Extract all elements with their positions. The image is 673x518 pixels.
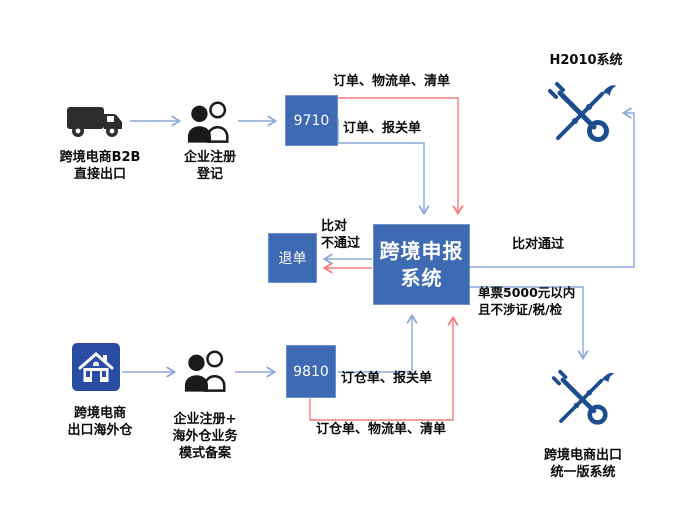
note-5000-label: 单票5000元以内 且不涉证/税/检 — [478, 285, 576, 317]
b2b-direct-export-label: 跨境电商B2B 直接出口 — [59, 150, 141, 183]
code-9810-box: 9810 — [286, 345, 336, 398]
warehouse-register-people-icon — [184, 350, 226, 392]
overseas-warehouse-label: 跨境电商 出口海外仓 — [67, 406, 133, 439]
truck-icon — [67, 107, 122, 137]
customs-emblem-bottom-icon — [551, 369, 614, 425]
register-people-icon — [187, 101, 229, 143]
warehouse-logistics-list-label: 订仓单、物流单、清单 — [316, 422, 447, 437]
overseas-warehouse-icon — [72, 343, 120, 391]
enterprise-register-label: 企业注册 登记 — [183, 150, 236, 183]
warehouse-declaration-label: 订仓单、报关单 — [341, 371, 433, 386]
order-declaration-label: 订单、报关单 — [343, 121, 422, 136]
h2010-system-label: H2010系统 — [549, 53, 623, 68]
declaration-system-box: 跨境申报 系统 — [373, 224, 470, 305]
connector-9810-warehouse-logistics-red — [309, 315, 459, 421]
compare-pass-label: 比对通过 — [512, 237, 565, 252]
connector-9710-order-logistics-red — [320, 95, 464, 216]
compare-fail-label: 比对 不通过 — [321, 219, 361, 252]
connector-9810-warehouse-declaration-blue — [338, 313, 418, 373]
customs-emblem-top-icon — [548, 82, 616, 142]
connector-system-to-unified — [470, 286, 589, 361]
code-9710-box: 9710 — [285, 95, 338, 146]
warehouse-register-label: 企业注册+ 海外仓业务 模式备案 — [172, 412, 238, 462]
order-logistics-list-label: 订单、物流单、清单 — [333, 74, 451, 89]
refund-box: 退单 — [268, 233, 317, 283]
connector-compare-pass-to-h2010 — [470, 107, 635, 268]
connector-9710-order-declaration-blue — [337, 118, 430, 216]
unified-export-system-label: 跨境电商出口 统一版系统 — [543, 448, 622, 481]
